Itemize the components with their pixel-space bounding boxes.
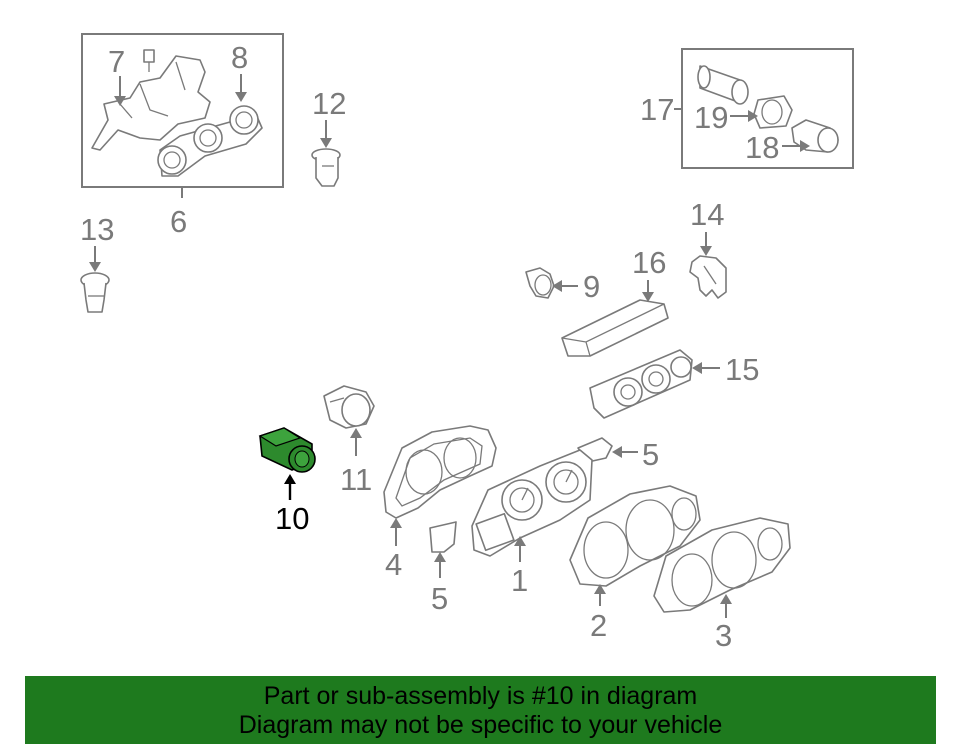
part-16-control-module[interactable] [561,299,669,357]
part-3-rear-housing[interactable] [653,517,791,613]
callout-10[interactable]: 10 [275,501,309,536]
part-7-bracket[interactable] [91,49,211,151]
part-11-socket[interactable] [323,385,375,429]
callout-9[interactable]: 9 [583,269,600,304]
callout-17[interactable]: 17 [640,92,674,127]
part-4-bezel[interactable] [383,425,497,519]
callout-3[interactable]: 3 [715,618,732,653]
banner-line-part: Part or sub-assembly is #10 in diagram [263,682,698,710]
callout-15[interactable]: 15 [725,352,759,387]
callout-14[interactable]: 14 [690,197,724,232]
part-5-lens-lower[interactable] [429,521,457,553]
part-2-gauge-face[interactable] [569,485,701,587]
callout-8[interactable]: 8 [231,40,248,75]
part-15-climate-panel[interactable] [589,349,693,419]
callout-5-upper[interactable]: 5 [642,437,659,472]
info-banner: Part or sub-assembly is #10 in diagram D… [25,676,936,744]
callout-2[interactable]: 2 [590,608,607,643]
callout-12[interactable]: 12 [312,86,346,121]
callout-7[interactable]: 7 [108,44,125,79]
part-12-clip[interactable] [311,148,341,187]
part-14-bracket[interactable] [689,255,727,299]
part-10-switch-highlighted[interactable] [258,427,316,473]
part-8-knob-assembly[interactable] [157,105,263,177]
part-19-lighter-socket[interactable] [697,65,793,129]
part-18-lighter-cap[interactable] [791,119,839,153]
callout-16[interactable]: 16 [632,245,666,280]
callout-19[interactable]: 19 [694,100,728,135]
banner-line-disclaimer: Diagram may not be specific to your vehi… [238,711,723,739]
part-9-clip[interactable] [525,267,555,299]
part-13-clip[interactable] [80,272,110,313]
callout-18[interactable]: 18 [745,130,779,165]
part-1-instrument-cluster[interactable] [471,449,593,557]
callout-4[interactable]: 4 [385,547,402,582]
parts-diagram: 6 7 8 12 13 [80,33,854,653]
callout-1[interactable]: 1 [511,563,528,598]
callout-13[interactable]: 13 [80,212,114,247]
callout-11[interactable]: 11 [340,462,372,497]
callout-6[interactable]: 6 [170,204,187,239]
callout-5-lower[interactable]: 5 [431,581,448,616]
